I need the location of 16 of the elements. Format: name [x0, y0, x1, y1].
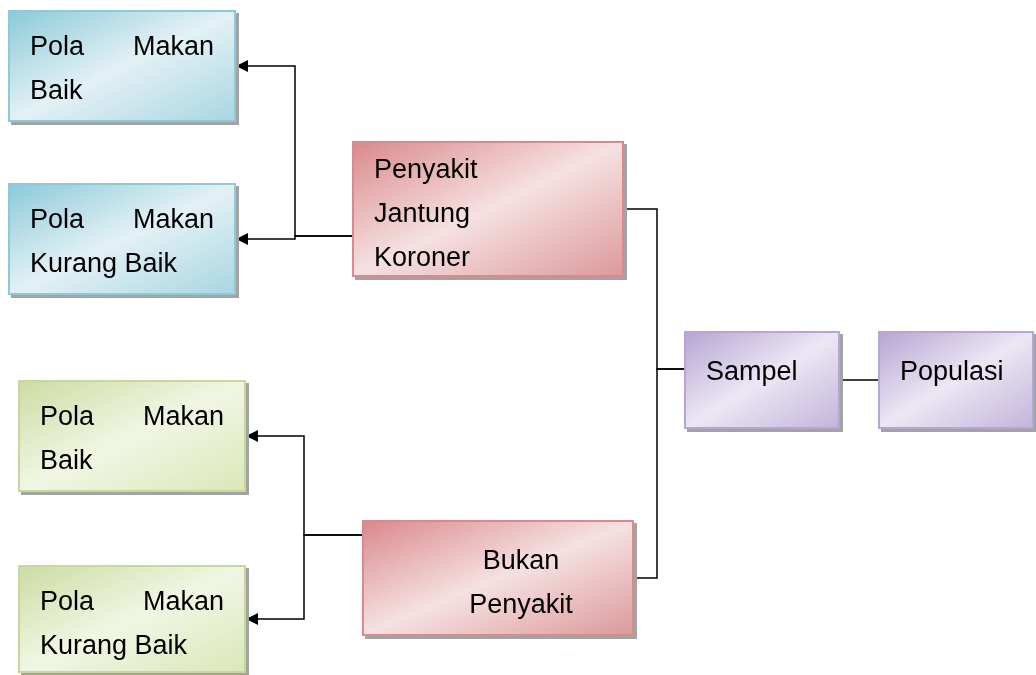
process-box [8, 183, 236, 295]
box-label: Pola Makan Baik [30, 30, 214, 107]
process-box [878, 331, 1034, 429]
process-box [18, 565, 246, 673]
process-box [362, 520, 634, 636]
process-box [18, 380, 246, 492]
box-label: Pola Makan Kurang Baik [40, 585, 224, 662]
box-label: Pola Makan Baik [40, 400, 224, 477]
process-box [8, 10, 236, 122]
process-box [684, 331, 840, 429]
box-label: Pola Makan Kurang Baik [30, 203, 214, 280]
box-label: Populasi [900, 355, 1005, 388]
process-box [352, 141, 624, 277]
box-label: Sampel [706, 355, 799, 388]
box-label: Bukan Penyakit [468, 544, 574, 621]
box-label: Penyakit Jantung Koroner [374, 153, 479, 274]
